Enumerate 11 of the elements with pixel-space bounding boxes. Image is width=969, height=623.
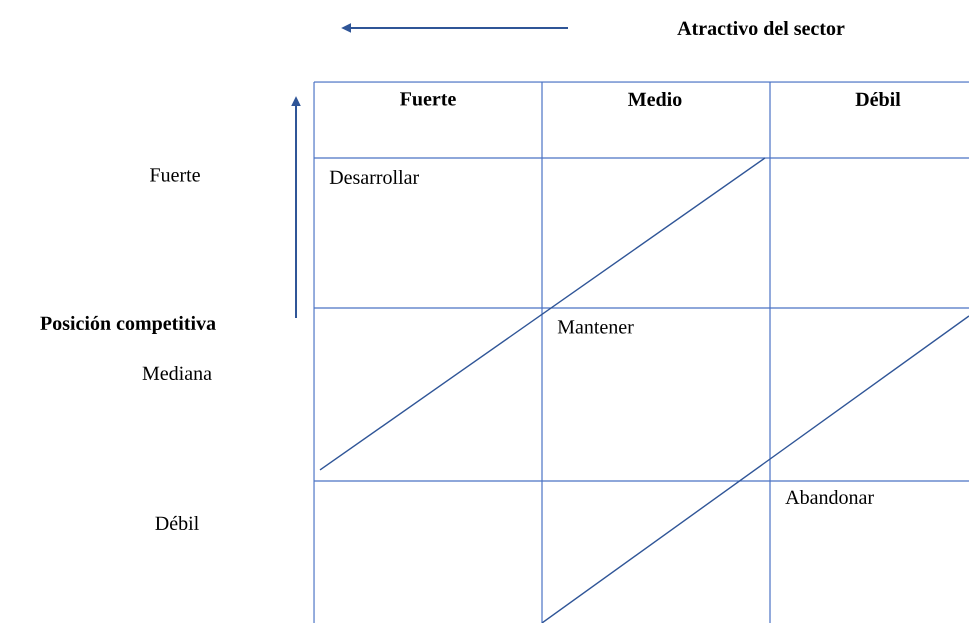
row-label: Débil	[155, 516, 199, 530]
row-label: Mediana	[142, 366, 212, 380]
row-label: Fuerte	[150, 168, 200, 182]
column-header: Débil	[856, 92, 900, 106]
cell-label: Desarrollar	[330, 170, 419, 184]
axis-title: Atractivo del sector	[677, 20, 844, 36]
column-header: Medio	[628, 92, 682, 106]
axis-title: Posición competitiva	[40, 316, 216, 334]
column-header: Fuerte	[400, 92, 456, 106]
cell-label: Abandonar	[785, 490, 874, 504]
cell-label: Mantener	[558, 320, 634, 334]
